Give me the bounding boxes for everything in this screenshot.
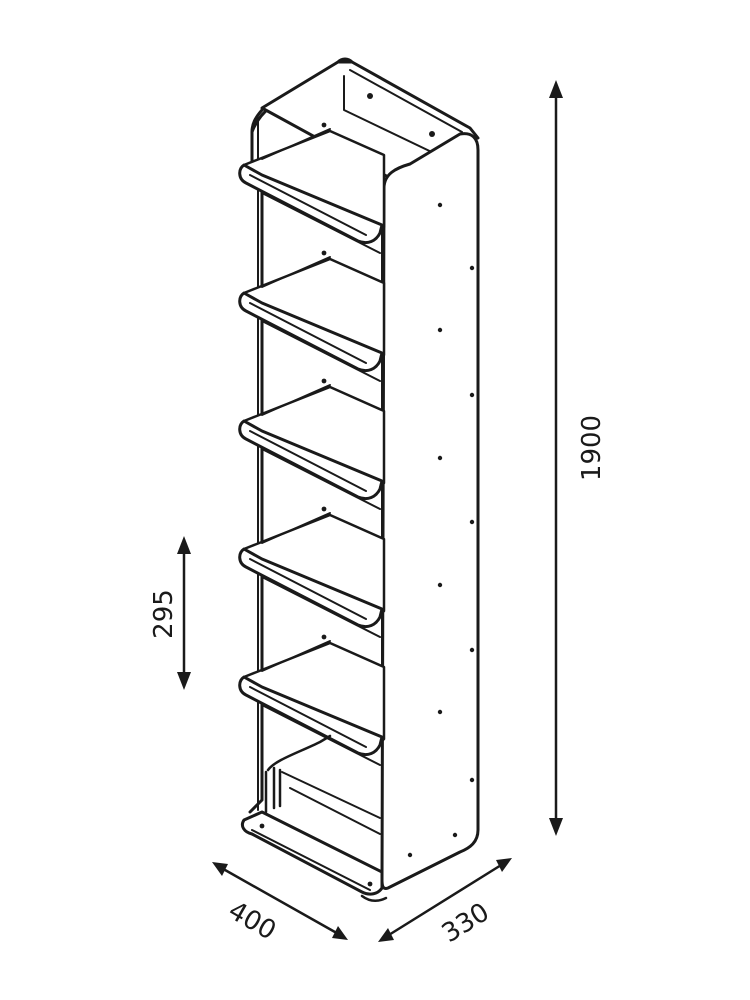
height-label: 1900 — [577, 415, 607, 481]
screw-dot — [321, 506, 327, 512]
arrow-left-icon — [212, 862, 228, 876]
dimension-shelf-spacing: 295 — [149, 536, 191, 690]
screw-dot — [321, 378, 327, 384]
screw-dot — [367, 93, 373, 99]
screw-dot — [321, 634, 327, 640]
shelf — [238, 250, 386, 382]
arrow-right-icon — [496, 858, 512, 872]
screw-dot — [321, 250, 327, 256]
screw-dot — [321, 122, 327, 128]
width-label: 400 — [223, 896, 281, 947]
arrow-up-icon — [549, 80, 563, 98]
width-dimension-line — [216, 864, 344, 938]
depth-label: 330 — [437, 897, 495, 949]
right-side-panel — [380, 132, 480, 890]
dimension-height: 1900 — [549, 80, 607, 836]
bottom-compartment — [264, 734, 381, 835]
arrow-left-icon — [378, 928, 394, 942]
depth-dimension-line — [382, 860, 508, 940]
arrow-down-icon — [549, 818, 563, 836]
shelf — [238, 506, 386, 638]
shelf — [238, 122, 386, 254]
shelf-spacing-label: 295 — [149, 589, 179, 639]
base-plinth — [240, 810, 388, 902]
shelf — [238, 634, 386, 766]
dowel-holes — [407, 202, 475, 858]
arrow-right-icon — [332, 926, 348, 940]
arrow-up-icon — [177, 536, 191, 554]
screw-dot — [429, 131, 435, 137]
arrow-down-icon — [177, 672, 191, 690]
shelves-group — [238, 122, 386, 766]
shelf — [238, 378, 386, 510]
